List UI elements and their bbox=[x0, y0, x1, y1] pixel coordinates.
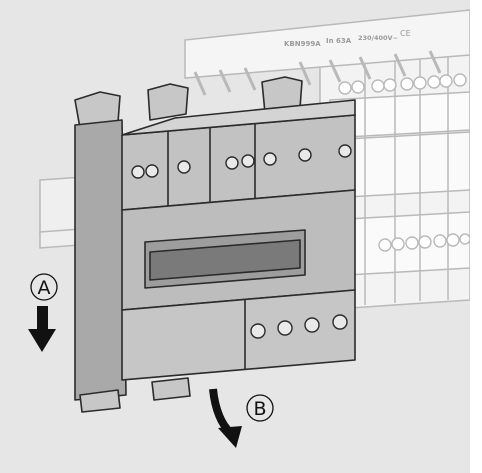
step-a-label: A bbox=[38, 277, 51, 299]
device-body bbox=[74, 76, 356, 413]
ghost-terminals-top bbox=[338, 73, 467, 95]
step-b-marker: B bbox=[246, 394, 274, 422]
ghost-terminals-bottom bbox=[378, 233, 470, 252]
step-b-label: B bbox=[253, 398, 266, 420]
busbar-label-1: In 63A bbox=[326, 37, 352, 45]
arrow-a bbox=[28, 306, 56, 352]
step-a-marker: A bbox=[30, 273, 58, 301]
busbar-label-0: KBN999A bbox=[284, 40, 321, 48]
device-bottom-ports bbox=[250, 314, 348, 339]
installation-diagram: KBN999A In 63A 230/400V~ CE bbox=[28, 9, 470, 448]
busbar-label-3: CE bbox=[400, 29, 411, 38]
device-terminals bbox=[131, 144, 352, 179]
right-margin bbox=[470, 0, 482, 473]
arrow-b bbox=[209, 388, 242, 448]
diagram-canvas: KBN999A In 63A 230/400V~ CE bbox=[28, 9, 470, 448]
busbar-label-2: 230/400V~ bbox=[358, 34, 398, 42]
ghost-busbar: KBN999A In 63A 230/400V~ CE bbox=[184, 9, 470, 96]
